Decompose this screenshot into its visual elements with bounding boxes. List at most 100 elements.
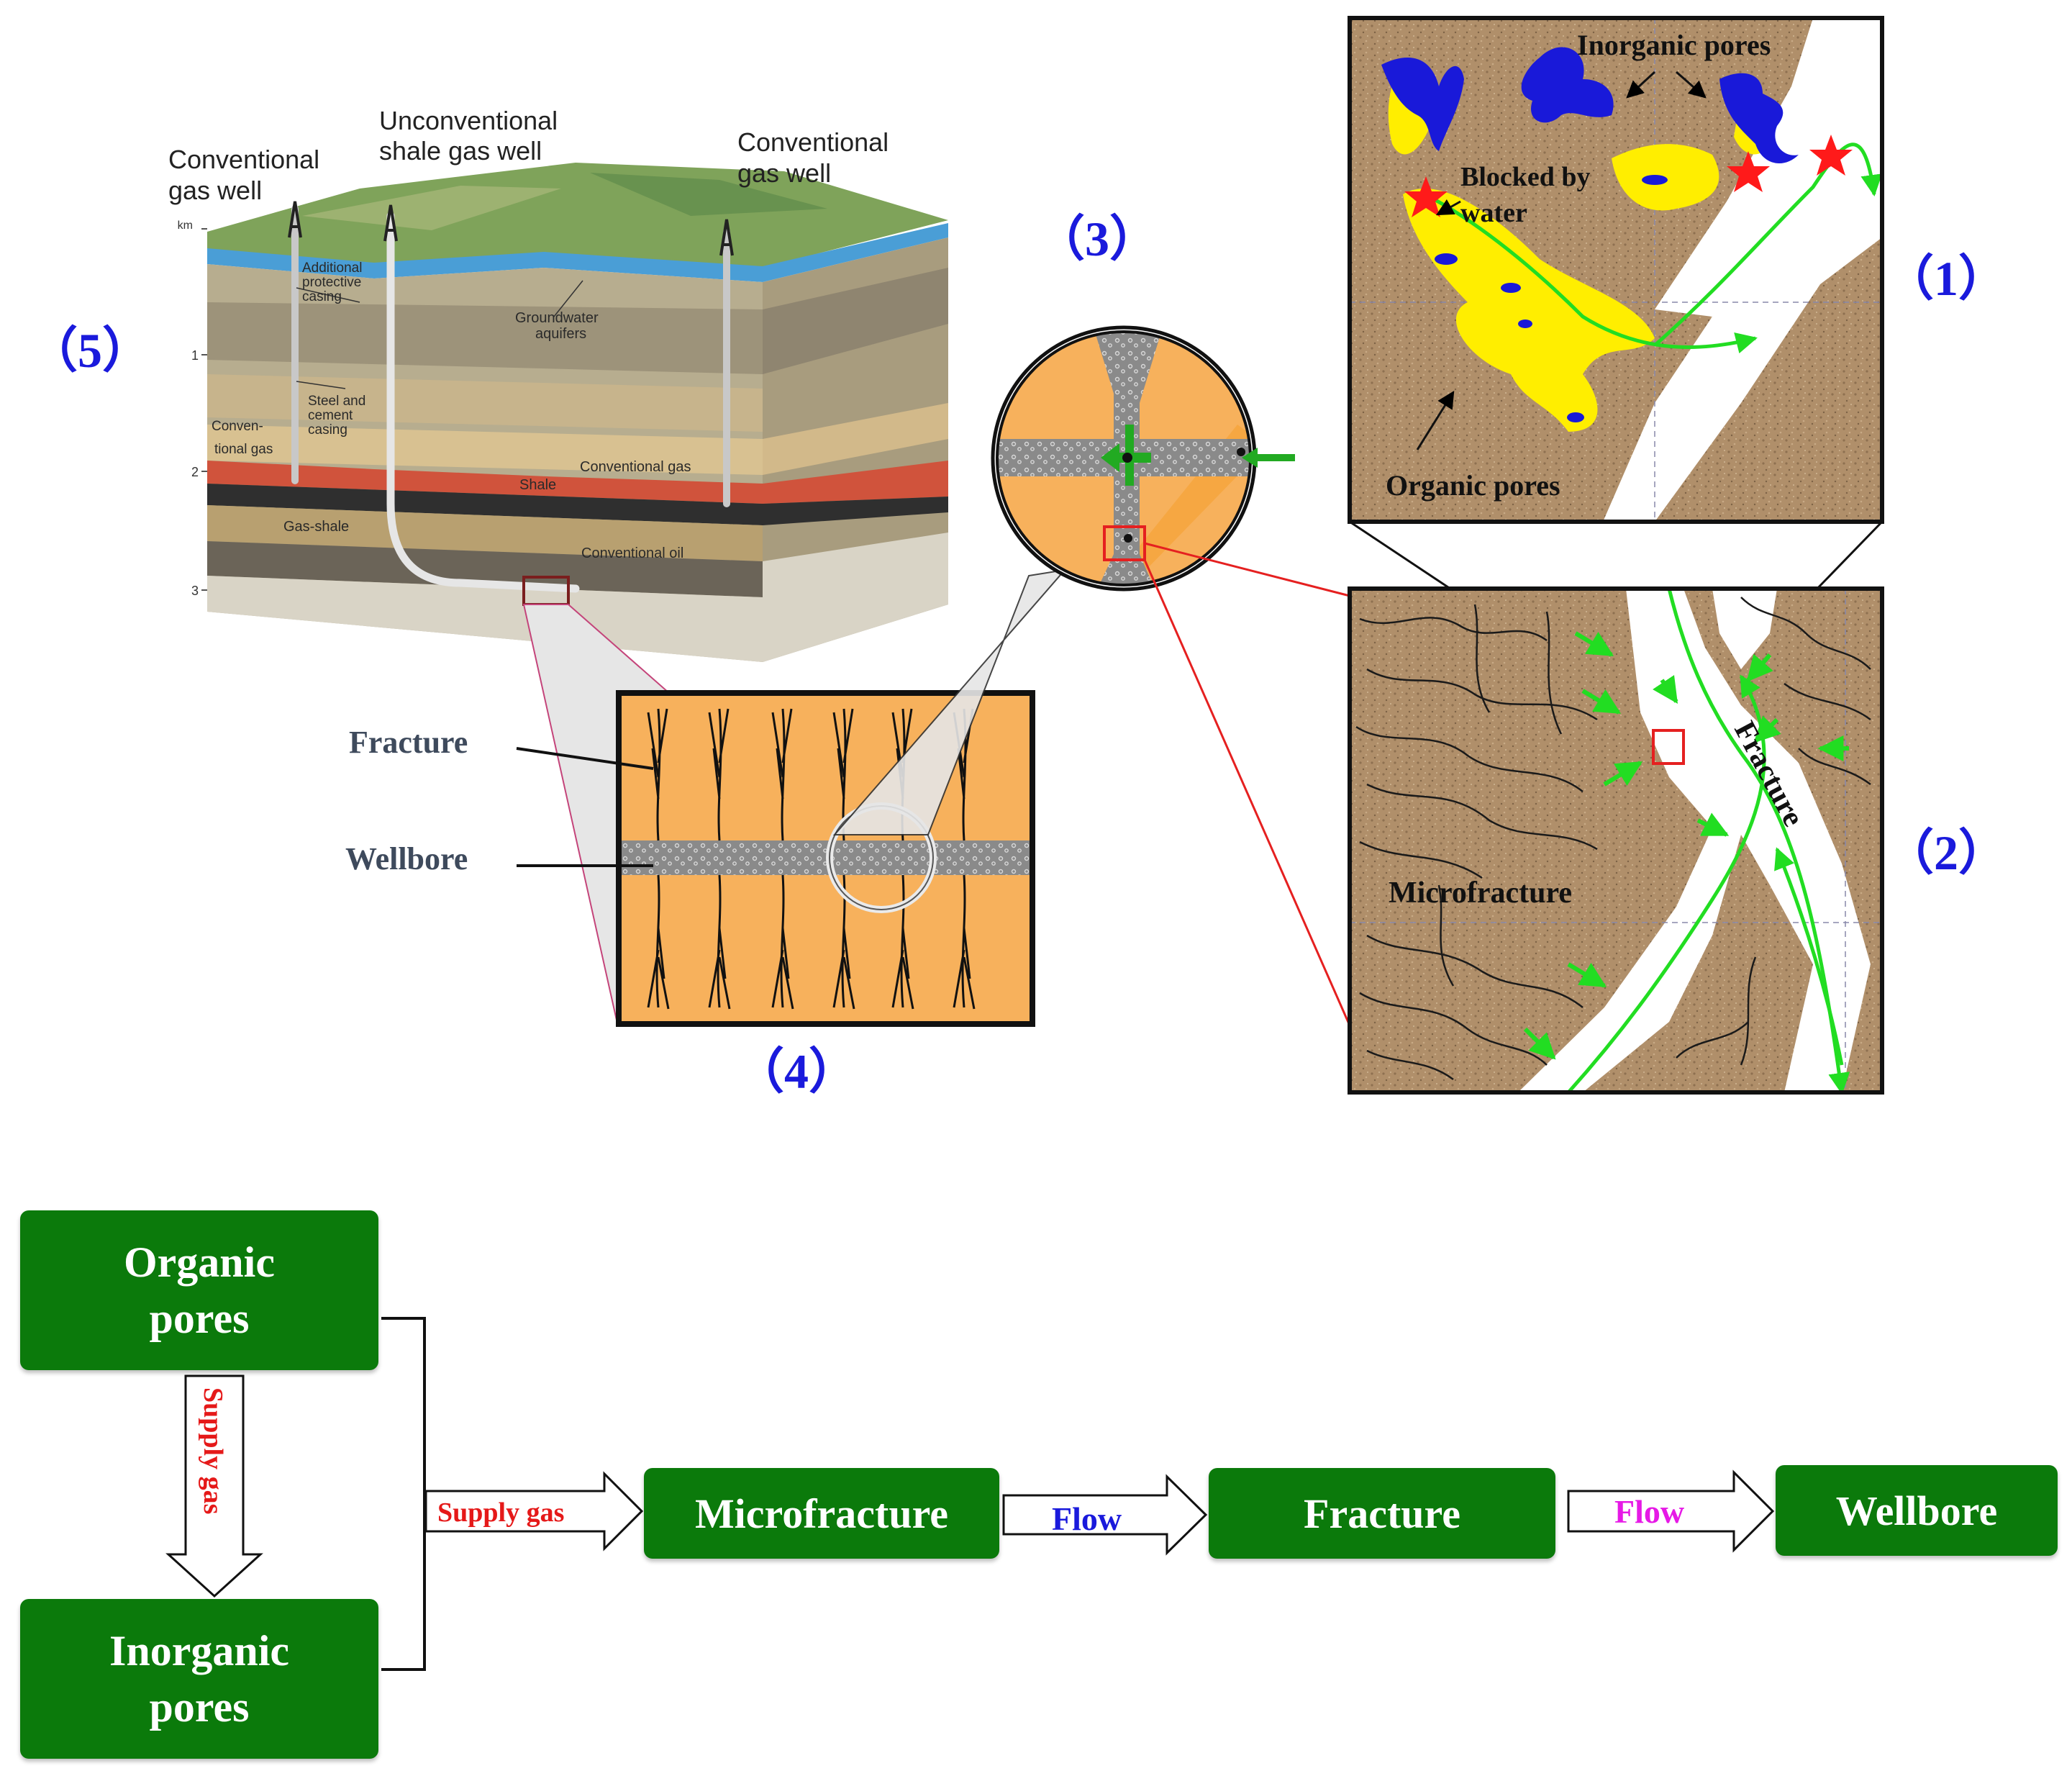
inflow-arrow-8 (1696, 812, 1730, 837)
inflow-arrow-9 (1567, 962, 1607, 988)
microfracture-9 (1473, 604, 1491, 713)
zoom-connector-4-to-3 (832, 568, 1067, 835)
microfracture-label: Microfracture (1389, 876, 1572, 910)
supply-gas-vertical-label: Supply gas (198, 1387, 228, 1514)
depth-tick-2: 2 (191, 465, 199, 479)
blocked-by-water-label: Blocked by water (1460, 162, 1597, 228)
conventional-gas-band (207, 461, 763, 504)
inorganic-pores-box-line2: pores (149, 1683, 250, 1731)
panel-number-5: （5） (29, 323, 151, 378)
fracture-box: Fracture (1209, 1468, 1555, 1559)
inflow-arrow-3 (1653, 675, 1678, 704)
panel-4-wellbore-label: Wellbore (345, 841, 468, 876)
conv-gas-right-label: Conventional gas (580, 459, 691, 475)
fracture-up-4 (832, 708, 854, 841)
panel-number-3: （3） (1036, 212, 1158, 266)
depth-scale (201, 228, 207, 591)
conv-oil-label: Conventional oil (581, 545, 683, 561)
fracture-down-3 (771, 874, 794, 1010)
microfracture-12 (1740, 597, 1871, 670)
conventional-well-right-label: Conventional gas well (737, 127, 896, 188)
conv-gas-left-label: Conven- tional gas (212, 419, 273, 457)
fracture-down-4 (832, 874, 855, 1010)
panel-4-fracture-label: Fracture (349, 725, 468, 760)
supply-gas-horizontal-label: Supply gas (437, 1498, 564, 1528)
flowchart-bracket (381, 1317, 426, 1671)
panel-number-1: （1） (1885, 251, 2007, 306)
microfracture-11 (1437, 884, 1455, 987)
flow-arrow-2 (1567, 1469, 1775, 1553)
depth-km: km (178, 219, 193, 232)
inflow-arrow-7 (1603, 761, 1643, 787)
panel-3-lens-view (991, 325, 1295, 592)
microfracture-16 (1676, 1021, 1749, 1059)
panel-4-wellbore-fractures (616, 690, 1035, 1027)
shale-label: Shale (519, 477, 556, 493)
panel-2-zoom-box (1652, 729, 1685, 765)
microfracture-10 (1545, 611, 1563, 735)
flow-label-1: Flow (1052, 1500, 1122, 1537)
inflow-arrow-2 (1581, 689, 1622, 715)
flowchart-connectors: Supply gas Supply gas Flow Flow (165, 1317, 1775, 1671)
inflow-arrow-5 (1753, 715, 1781, 743)
microfracture-3 (1355, 725, 1583, 792)
wellbore-box-label: Wellbore (1835, 1487, 1998, 1534)
fracture-down-1 (647, 874, 670, 1010)
well-casings (291, 205, 730, 593)
inorganic-pores-label: Inorganic pores (1577, 29, 1771, 61)
panel-number-2: （2） (1885, 825, 2007, 880)
block-right-face (763, 237, 948, 662)
depth-tick-3: 3 (191, 584, 199, 598)
inorganic-pores (1381, 47, 1799, 422)
block-front-face (207, 264, 763, 662)
microfracture-7 (1359, 992, 1548, 1066)
organic-pores-box: Organic pores (20, 1210, 378, 1370)
wellbore-box: Wellbore (1776, 1465, 2058, 1556)
flow-arrow-1 (1002, 1474, 1208, 1556)
microfracture-1 (1359, 617, 1548, 642)
microfracture-5 (1359, 841, 1483, 879)
unconventional-well-label: Unconventional shale gas well (379, 106, 565, 166)
supply-gas-horizontal-arrow (424, 1471, 644, 1551)
steel-casing-label: Steel and cement casing (308, 394, 370, 438)
microfracture-15 (1740, 956, 1757, 1066)
gas-shale-label: Gas-shale (283, 519, 349, 535)
fracture-box-label: Fracture (1304, 1490, 1460, 1537)
microfracture-8 (1366, 1049, 1454, 1081)
fracture-up-3 (771, 708, 793, 841)
inflow-arrow-4 (1746, 653, 1773, 682)
panel-1-fracture (1603, 18, 1882, 522)
inorganic-pores-box: Inorganic pores (20, 1599, 378, 1759)
organic-pores-box-line1: Organic (124, 1238, 275, 1286)
inorganic-pores-box-line1: Inorganic (109, 1627, 290, 1675)
additional-casing-label: Additional protective casing (302, 260, 366, 304)
groundwater-label: Groundwater aquifers (515, 310, 602, 342)
fracture-down-6 (953, 874, 976, 1010)
conventional-well-left-label: Conventional gas well (168, 145, 327, 205)
panel-2-microfracture-scale: Microfracture Fracture (1348, 586, 1884, 1095)
fracture-up-2 (708, 708, 730, 841)
panel-1-gas-flow-lines (1423, 142, 1883, 354)
fracture-up-1 (647, 708, 668, 841)
derricks (288, 201, 734, 256)
depth-tick-1: 1 (191, 348, 199, 363)
supply-gas-vertical-arrow (165, 1374, 263, 1598)
microfracture-2 (1366, 668, 1598, 721)
shale-band (207, 484, 763, 525)
geologic-block-diagram: km 1 2 3 Conventional gas well Unconvent… (168, 106, 948, 662)
inflow-arrow-1 (1574, 631, 1614, 657)
organic-pores-box-line2: pores (149, 1295, 250, 1342)
panel-2-inflow-arrows (1523, 631, 1849, 1060)
panel-number-4: （4） (735, 1044, 858, 1099)
microfracture-13 (1784, 682, 1871, 721)
panel-2-gas-flow-lines (1567, 588, 1850, 1095)
organic-pores-label: Organic pores (1386, 469, 1560, 502)
microfracture-4 (1366, 783, 1598, 851)
flow-label-2: Flow (1614, 1493, 1684, 1530)
microfracture-network (1355, 597, 1871, 1081)
microfracture-6 (1366, 934, 1583, 1008)
microfracture-box-label: Microfracture (694, 1490, 949, 1537)
microfracture-box: Microfracture (644, 1468, 999, 1559)
panel-4-wellbore (622, 841, 1030, 875)
